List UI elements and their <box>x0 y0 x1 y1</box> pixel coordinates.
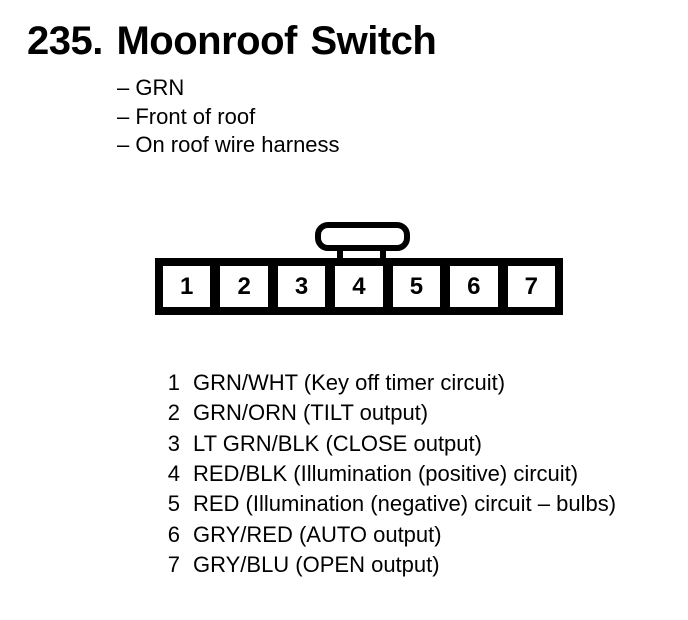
pin-number: 7 <box>167 551 180 577</box>
pin-description: GRN/WHT (Key off timer circuit) <box>193 370 506 396</box>
page-title: 235. Moonroof Switch <box>27 19 437 63</box>
pin-cavity-7: 7 <box>507 266 555 307</box>
pin-row: 4 RED/BLK (Illumination (positive) circu… <box>160 459 616 489</box>
pin-row: 2 GRN/ORN (TILT output) <box>160 398 616 428</box>
pin-row: 1 GRN/WHT (Key off timer circuit) <box>160 368 616 398</box>
pin-description: GRN/ORN (TILT output) <box>193 400 429 426</box>
connector-diagram: 1 2 3 4 5 6 7 <box>155 222 563 315</box>
pin-description: RED (Illumination (negative) circuit – b… <box>193 491 617 517</box>
note-wire-color: – GRN <box>117 75 185 100</box>
pin-number: 4 <box>167 461 180 487</box>
pin-number: 5 <box>167 491 180 517</box>
pin-list: 1 GRN/WHT (Key off timer circuit) 2 GRN/… <box>160 368 616 580</box>
pin-description: RED/BLK (Illumination (positive) circuit… <box>193 461 579 487</box>
pin-number: 6 <box>167 521 180 547</box>
connector-notes: – GRN – Front of roof – On roof wire har… <box>117 74 340 160</box>
note-location: – Front of roof <box>117 103 256 129</box>
pin-cavity-2: 2 <box>220 266 268 307</box>
lock-tab-neck-left <box>337 247 343 263</box>
lock-tab-neck-right <box>380 247 386 263</box>
pin-description: GRY/RED (AUTO output) <box>193 521 442 547</box>
pin-number: 3 <box>167 430 180 456</box>
pin-row: 7 GRY/BLU (OPEN output) <box>160 550 616 580</box>
pin-number: 1 <box>167 370 180 396</box>
pin-description: GRY/BLU (OPEN output) <box>193 551 440 577</box>
connector-lock-tab <box>315 222 410 251</box>
pin-cavity-1: 1 <box>163 266 211 307</box>
pin-row: 5 RED (Illumination (negative) circuit –… <box>160 489 616 519</box>
pin-cavity-4: 4 <box>335 266 383 307</box>
note-harness: – On roof wire harness <box>117 132 340 157</box>
connector-body: 1 2 3 4 5 6 7 <box>155 258 563 315</box>
pin-number: 2 <box>167 400 180 426</box>
pin-description: LT GRN/BLK (CLOSE output) <box>193 430 482 456</box>
pin-cavity-3: 3 <box>277 266 326 307</box>
pin-cavity-6: 6 <box>450 266 498 307</box>
pin-row: 6 GRY/RED (AUTO output) <box>160 519 616 549</box>
pin-cavity-5: 5 <box>392 266 441 307</box>
pin-row: 3 LT GRN/BLK (CLOSE output) <box>160 429 616 459</box>
